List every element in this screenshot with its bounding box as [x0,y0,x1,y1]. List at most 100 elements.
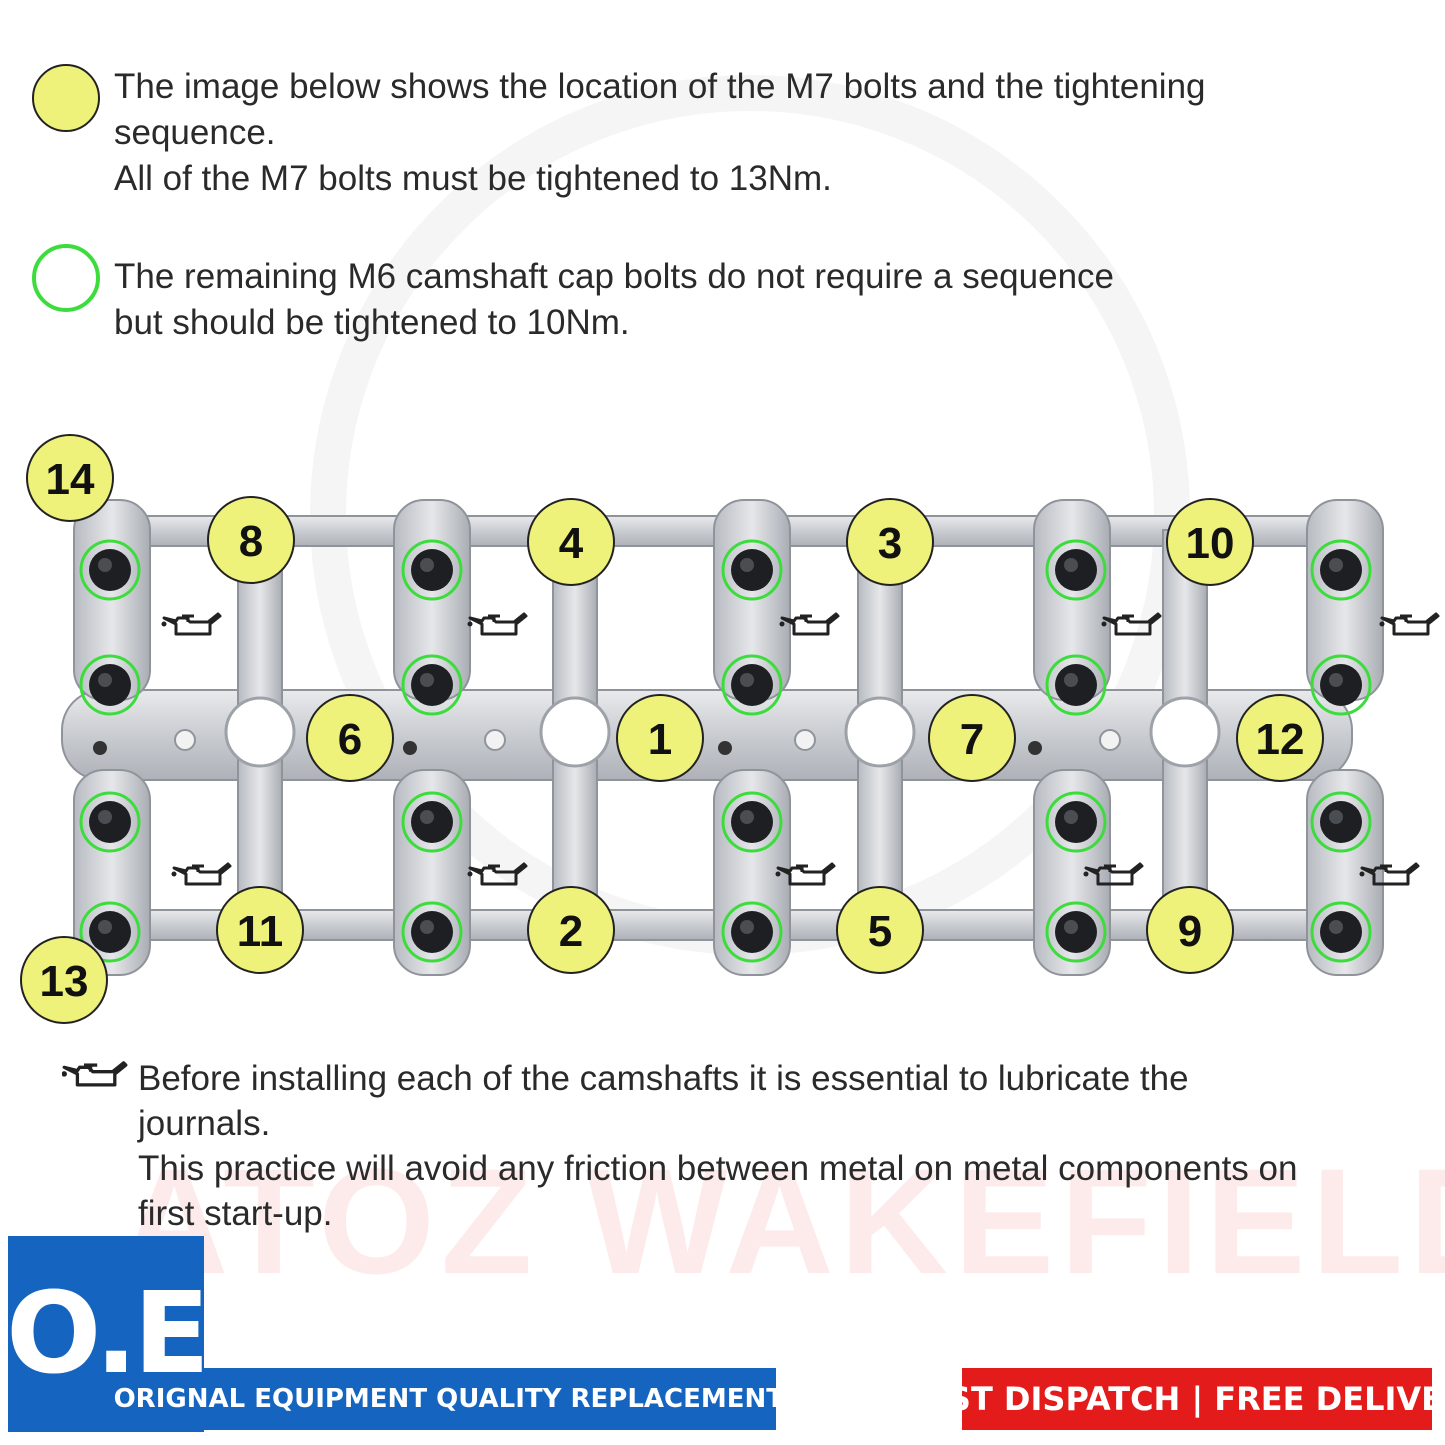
m6-bolt-ring [721,791,783,853]
sequence-label: 5 [868,907,892,956]
bolt-head [1320,664,1362,706]
bolt-highlight [740,810,754,824]
oil-can-icon [466,612,528,636]
sequence-marker [836,886,924,974]
bolt-group [79,539,1372,963]
m6-bolt-ring [1045,791,1107,853]
bolt-highlight [98,673,112,687]
bolt-head [89,549,131,591]
bolt-highlight [1329,810,1343,824]
oil-can-icon [1378,612,1440,636]
sequence-label: 3 [878,519,902,568]
sequence-label: 4 [559,519,584,568]
sequence-label: 7 [960,715,984,764]
bolt-head [1055,801,1097,843]
bolt-highlight [98,920,112,934]
oil-can-icon [170,862,232,886]
bolt-head [89,911,131,953]
sequence-marker [616,694,704,782]
sequence-label: 12 [1256,715,1305,764]
fast-dispatch-banner: FAST DISPATCH | FREE DELIVERY [905,1368,1445,1430]
oil-can-icon [466,862,528,886]
oil-can-icon [160,612,222,636]
m6-bolt-ring [1045,539,1107,601]
bolt-highlight [1329,558,1343,572]
bolt-highlight [420,920,434,934]
bolt-highlight [1064,920,1078,934]
bolt-head [1055,664,1097,706]
dowel-hole [1028,741,1042,755]
m6-bolt-ring [1310,539,1372,601]
bolt-head [1320,549,1362,591]
dowel-hole [93,741,107,755]
sequence-marker [1236,694,1324,782]
m6-bolt-ring [401,791,463,853]
sequence-label: 6 [338,715,362,764]
legend-m6-text: The remaining M6 camshaft cap bolts do n… [114,257,1115,342]
bolt-highlight [98,810,112,824]
pin-hole [484,729,506,751]
bolt-highlight [1329,673,1343,687]
m6-bolt-ring [401,901,463,963]
sequence-marker [527,886,615,974]
m6-bolt-ring [401,654,463,716]
m6-bolt-ring [79,654,141,716]
bolt-head [411,801,453,843]
yellow-dot-icon [32,64,100,132]
bolt-head [89,664,131,706]
sequence-label: 13 [40,957,89,1006]
bolt-head [411,664,453,706]
dowel-hole [718,741,732,755]
sequence-marker [207,496,295,584]
m6-bolt-ring [1045,901,1107,963]
sequence-marker [306,694,394,782]
bolt-highlight [740,920,754,934]
bolt-head [731,911,773,953]
sequence-marker [26,434,114,522]
m6-bolt-ring [1310,654,1372,716]
bolt-highlight [740,673,754,687]
bolt-highlight [1064,558,1078,572]
bolt-highlight [420,673,434,687]
bolt-head [731,664,773,706]
pin-hole [174,729,196,751]
m6-bolt-ring [1310,791,1372,853]
m6-bolt-ring [1045,654,1107,716]
sequence-marker [1146,886,1234,974]
bolt-head [1320,801,1362,843]
sequence-marker [216,886,304,974]
bolt-head [1055,549,1097,591]
bolt-head [731,549,773,591]
sequence-label: 1 [648,715,672,764]
pin-hole [1099,729,1121,751]
bolt-highlight [1064,810,1078,824]
sequence-marker [846,498,934,586]
sequence-label: 9 [1178,907,1202,956]
bolt-highlight [420,810,434,824]
sequence-label: 2 [559,907,583,956]
bolt-highlight [420,558,434,572]
legend-m7-text: The image below shows the location of th… [114,67,1206,198]
sequence-marker [527,498,615,586]
bolt-head [1055,911,1097,953]
bolt-highlight [1329,920,1343,934]
bolt-head [411,911,453,953]
dowel-hole [403,741,417,755]
bolt-highlight [98,558,112,572]
oe-quality-banner: ORIGNAL EQUIPMENT QUALITY REPLACEMENT PA… [114,1368,866,1430]
sequence-marker [928,694,1016,782]
sequence-label: 10 [1186,519,1235,568]
lubrication-note: Before installing each of the camshafts … [138,1059,1298,1233]
sequence-label: 8 [239,517,263,566]
bar-hole [224,696,296,768]
m6-bolt-ring [721,539,783,601]
m6-bolt-ring [1310,901,1372,963]
oil-can-icon [62,1061,128,1087]
m6-bolt-ring [79,901,141,963]
bar-hole [844,696,916,768]
sequence-marker [1166,498,1254,586]
bolt-highlight [740,558,754,572]
m6-bolt-ring [721,654,783,716]
